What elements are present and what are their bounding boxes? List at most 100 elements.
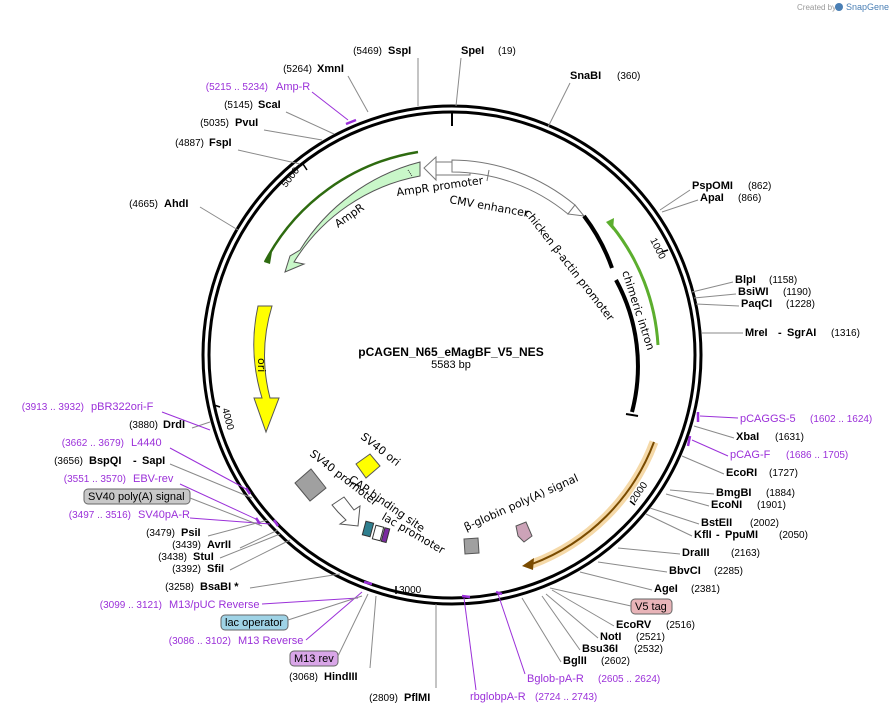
enzyme-name[interactable]: HindIII bbox=[324, 671, 358, 683]
enzyme-name[interactable]: BsiWI bbox=[738, 286, 769, 298]
enzyme-name[interactable]: AvrII bbox=[207, 539, 231, 551]
enzyme-pos: (3392) bbox=[172, 564, 201, 575]
primer-leader bbox=[261, 597, 359, 605]
enzyme-name[interactable]: AgeI bbox=[654, 583, 678, 595]
leader-line bbox=[691, 281, 734, 293]
primer-name[interactable]: pCAGGS-5 bbox=[740, 413, 796, 425]
primer-name[interactable]: M13 Reverse bbox=[238, 635, 303, 647]
primer-name[interactable]: EBV-rev bbox=[133, 473, 174, 485]
leader-line bbox=[545, 593, 599, 639]
enzyme-name[interactable]: SnaBI bbox=[570, 70, 601, 82]
enzyme-name[interactable]: BsaBI * bbox=[200, 581, 239, 593]
enzyme-pos: (1228) bbox=[786, 299, 815, 310]
tick-label: 1000 bbox=[647, 236, 667, 261]
enzyme-pos: (2163) bbox=[731, 548, 760, 559]
primer-name[interactable]: SV40pA-R bbox=[138, 509, 190, 521]
primer-name[interactable]: Bglob-pA-R bbox=[527, 673, 584, 685]
primer-name[interactable]: Amp-R bbox=[276, 81, 310, 93]
enzyme-name[interactable]: NotI bbox=[600, 631, 621, 643]
primer-name[interactable]: pCAG-F bbox=[730, 449, 771, 461]
enzyme-pos: (862) bbox=[748, 181, 771, 192]
enzyme-name[interactable]: EcoNI bbox=[711, 499, 742, 511]
cmv-enhancer-label: CMV enhancer bbox=[448, 193, 529, 220]
m13-rev-badge[interactable] bbox=[289, 650, 339, 667]
lac-operator-badge[interactable] bbox=[220, 614, 289, 631]
primer-pos: (1602 .. 1624) bbox=[810, 414, 872, 425]
enzyme-name[interactable]: MreI bbox=[745, 327, 768, 339]
enzyme-name[interactable]: PvuI bbox=[235, 117, 258, 129]
primer-leader bbox=[691, 439, 729, 457]
enzyme-name[interactable]: PpuMI bbox=[725, 529, 758, 541]
v5-tag-badge[interactable] bbox=[630, 598, 673, 615]
enzyme-pos: (2532) bbox=[634, 644, 663, 655]
enzyme-pos: (2602) bbox=[601, 656, 630, 667]
leader-line bbox=[369, 595, 377, 669]
enzyme-name[interactable]: Bsu36I bbox=[582, 643, 618, 655]
enzyme-name[interactable]: SgrAI bbox=[787, 327, 816, 339]
lac-promoter-box[interactable] bbox=[371, 524, 385, 542]
enzyme-name[interactable]: SspI bbox=[388, 45, 411, 57]
enzyme-name[interactable]: PsiI bbox=[181, 527, 201, 539]
enzyme-name[interactable]: PflMI bbox=[404, 692, 430, 704]
enzyme-name[interactable]: FspI bbox=[209, 137, 232, 149]
enzyme-name[interactable]: EcoRV bbox=[616, 619, 652, 631]
chimeric-intron-arc[interactable] bbox=[614, 279, 640, 413]
tick-mark bbox=[302, 163, 308, 171]
enzyme-pos: (1316) bbox=[831, 328, 860, 339]
bglobin-polya-arrow[interactable] bbox=[515, 521, 533, 543]
ampr-arrow[interactable] bbox=[284, 161, 421, 273]
leader-line bbox=[263, 129, 323, 141]
primer-mark bbox=[272, 519, 280, 527]
enzyme-name[interactable]: ScaI bbox=[258, 99, 281, 111]
ampr-primer-head bbox=[264, 252, 272, 264]
enzyme-name[interactable]: BspQI bbox=[89, 455, 121, 467]
primer-mark bbox=[345, 118, 357, 126]
enzyme-name[interactable]: KflI bbox=[694, 529, 712, 541]
enzyme-name[interactable]: XmnI bbox=[317, 63, 344, 75]
primer-name[interactable]: M13/pUC Reverse bbox=[169, 599, 259, 611]
enzyme-pos: (4665) bbox=[129, 199, 158, 210]
enzyme-pos: (360) bbox=[617, 71, 640, 82]
primer-pos: (3099 .. 3121) bbox=[100, 600, 162, 611]
enzyme-name[interactable]: PspOMI bbox=[692, 180, 733, 192]
enzyme-pos: (1158) bbox=[769, 275, 797, 286]
sv40-promoter-box[interactable] bbox=[294, 468, 327, 502]
enzyme-name[interactable]: BbvCI bbox=[669, 565, 701, 577]
enzyme-name[interactable]: StuI bbox=[193, 551, 214, 563]
enzyme-pos: (2002) bbox=[750, 518, 779, 529]
bglobin-box[interactable] bbox=[463, 537, 480, 555]
primer-leader bbox=[189, 517, 271, 525]
tick-mark bbox=[629, 500, 636, 506]
backbone-inner bbox=[207, 110, 697, 600]
enzyme-name[interactable]: DrdI bbox=[163, 419, 185, 431]
enzyme-name[interactable]: BlpI bbox=[735, 274, 756, 286]
enzyme-name[interactable]: PaqCI bbox=[741, 298, 772, 310]
enzyme-name[interactable]: DraIII bbox=[682, 547, 710, 559]
plasmid-size: 5583 bp bbox=[431, 359, 471, 371]
primer-name[interactable]: rbglobpA-R bbox=[470, 691, 526, 703]
ori-arrow[interactable] bbox=[253, 305, 280, 434]
enzyme-separator: - bbox=[716, 529, 720, 541]
primer-name[interactable]: L4440 bbox=[131, 437, 162, 449]
sv40-polya-badge[interactable] bbox=[83, 488, 191, 505]
leader-line bbox=[169, 463, 253, 499]
enzyme-name[interactable]: SapI bbox=[142, 455, 165, 467]
enzyme-name[interactable]: AhdI bbox=[164, 198, 188, 210]
tick-label: 5000 bbox=[280, 165, 303, 190]
primer-pos: (2724 .. 2743) bbox=[535, 692, 597, 703]
enzyme-name[interactable]: SpeI bbox=[461, 45, 484, 57]
primer-name[interactable]: pBR322ori-F bbox=[91, 401, 154, 413]
enzyme-name[interactable]: EcoRI bbox=[726, 467, 757, 479]
enzyme-name[interactable]: BglII bbox=[563, 655, 587, 667]
enzyme-name[interactable]: BstEII bbox=[701, 517, 732, 529]
enzyme-name[interactable]: SfiI bbox=[207, 563, 224, 575]
plasmid-name: pCAGEN_N65_eMagBF_V5_NES bbox=[358, 345, 543, 359]
lac-operator-box[interactable] bbox=[380, 527, 391, 544]
enzyme-pos: (866) bbox=[738, 193, 761, 204]
cap-binding-site-box[interactable] bbox=[361, 520, 375, 538]
enzyme-name[interactable]: XbaI bbox=[736, 431, 759, 443]
enzyme-pos: (2285) bbox=[714, 566, 743, 577]
sv40-ori-box[interactable] bbox=[355, 453, 381, 479]
enzyme-name[interactable]: BmgBI bbox=[716, 487, 751, 499]
enzyme-name[interactable]: ApaI bbox=[700, 192, 724, 204]
